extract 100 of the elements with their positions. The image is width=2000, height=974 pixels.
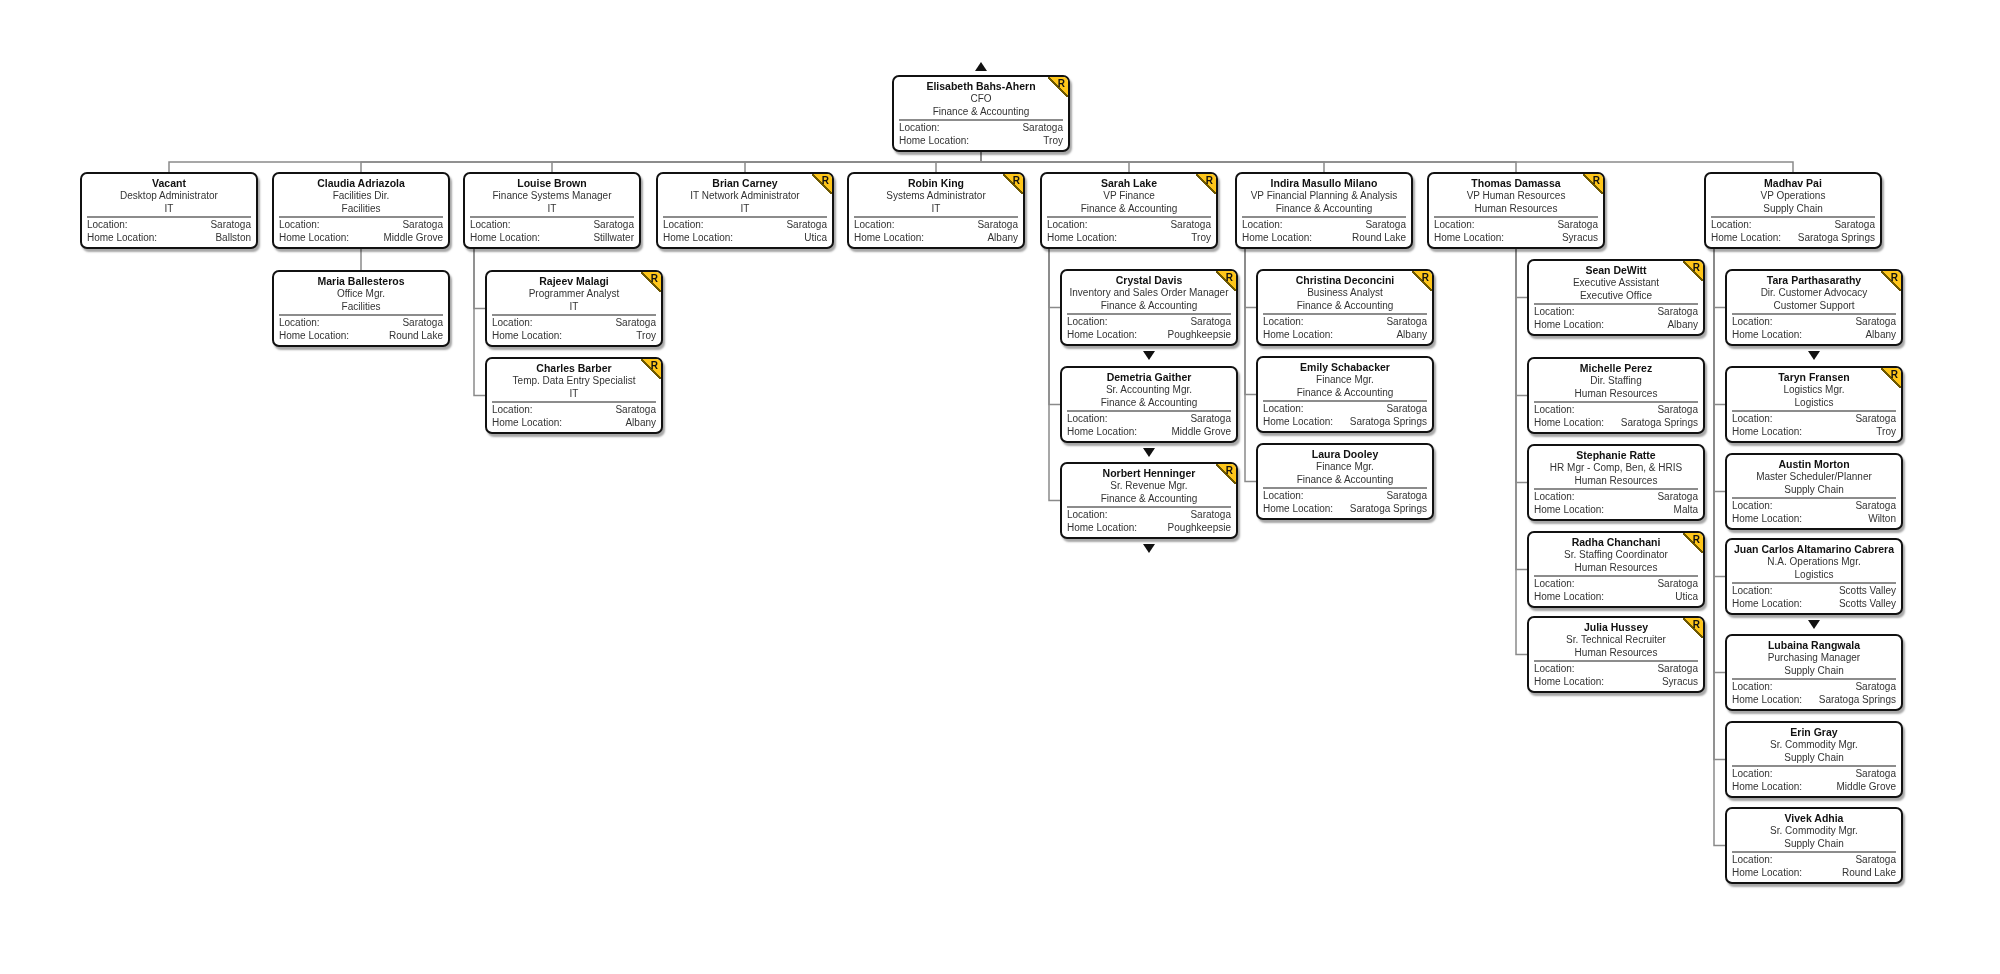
field-label: Home Location:: [1732, 693, 1803, 706]
department-name: Finance & Accounting: [1100, 492, 1198, 505]
field-value: Saratoga: [402, 317, 443, 330]
field-label: Home Location:: [87, 231, 158, 244]
employee-card: [1725, 453, 1903, 530]
corner-badge: R: [1048, 77, 1068, 97]
person-name: Rajeev Malagi: [539, 275, 609, 288]
field-label: Home Location:: [1047, 231, 1118, 244]
field-label: Home Location:: [492, 329, 563, 342]
department-name: Facilities: [341, 300, 381, 313]
job-title: VP Finance: [1103, 190, 1155, 203]
person-name: Emily Schabacker: [1300, 361, 1390, 374]
field-value: Troy: [636, 329, 656, 342]
field-value: Saratoga: [1365, 219, 1406, 232]
person-name: Taryn Fransen: [1778, 371, 1850, 384]
employee-card: [847, 172, 1025, 249]
field-label: Home Location:: [1732, 512, 1803, 525]
department-name: Human Resources: [1574, 387, 1658, 400]
employee-card: [1256, 356, 1434, 433]
job-title: Finance Systems Manager: [492, 190, 612, 203]
field-label: Location:: [899, 122, 940, 135]
field-label: Location:: [1732, 854, 1773, 867]
field-label: Home Location:: [1711, 231, 1782, 244]
person-name: Tara Parthasarathy: [1766, 274, 1862, 287]
employee-card: [463, 172, 641, 249]
field-value: Saratoga: [786, 219, 827, 232]
field-value: Saratoga: [1657, 404, 1698, 417]
employee-card: [1725, 269, 1903, 346]
corner-badge: R: [1196, 174, 1216, 194]
job-title: Systems Administrator: [886, 190, 986, 203]
department-name: Supply Chain: [1763, 202, 1823, 215]
field-value: Troy: [1876, 425, 1896, 438]
field-label: Location:: [1711, 219, 1752, 232]
field-value: Saratoga: [1855, 681, 1896, 694]
field-value: Round Lake: [1352, 231, 1406, 244]
field-value: Saratoga: [615, 317, 656, 330]
field-label: Location:: [1732, 681, 1773, 694]
field-value: Saratoga: [1022, 122, 1063, 135]
field-value: Troy: [1191, 231, 1211, 244]
field-value: Utica: [1675, 590, 1698, 603]
department-name: IT: [740, 202, 750, 215]
field-label: Location:: [1263, 316, 1304, 329]
field-value: Saratoga Springs: [1620, 416, 1698, 429]
field-value: Albany: [625, 416, 656, 429]
department-name: Finance & Accounting: [932, 105, 1030, 118]
corner-badge: R: [1683, 618, 1703, 638]
department-name: Supply Chain: [1784, 837, 1844, 850]
department-name: Human Resources: [1574, 646, 1658, 659]
field-label: Location:: [87, 219, 128, 232]
field-value: Middle Grove: [1171, 425, 1231, 438]
field-label: Location:: [492, 404, 533, 417]
corner-badge: R: [1881, 368, 1901, 388]
field-value: Saratoga: [210, 219, 251, 232]
department-name: Human Resources: [1574, 474, 1658, 487]
field-label: Home Location:: [1732, 597, 1803, 610]
field-value: Round Lake: [1842, 866, 1896, 879]
field-label: Home Location:: [1534, 590, 1605, 603]
employee-card: [1725, 634, 1903, 711]
person-name: Julia Hussey: [1583, 621, 1649, 634]
corner-badge: R: [1216, 464, 1236, 484]
person-name: Claudia Adriazola: [317, 177, 405, 190]
field-value: Saratoga: [1657, 306, 1698, 319]
employee-card: [1040, 172, 1218, 249]
job-title: HR Mgr - Comp, Ben, & HRIS: [1549, 462, 1683, 475]
department-name: Supply Chain: [1784, 483, 1844, 496]
employee-card: [1527, 531, 1705, 608]
field-label: Home Location:: [854, 231, 925, 244]
job-title: Finance Mgr.: [1316, 374, 1374, 387]
employee-card: [272, 270, 450, 347]
field-value: Saratoga: [1170, 219, 1211, 232]
corner-badge: R: [1683, 261, 1703, 281]
person-name: Demetria Gaither: [1106, 371, 1192, 384]
job-title: Sr. Commodity Mgr.: [1770, 825, 1858, 838]
field-label: Home Location:: [470, 231, 541, 244]
field-value: Saratoga: [1855, 413, 1896, 426]
field-label: Location:: [1067, 509, 1108, 522]
field-label: Location:: [1534, 663, 1575, 676]
field-value: Saratoga: [1834, 219, 1875, 232]
department-name: Customer Support: [1773, 299, 1855, 312]
corner-badge: R: [1583, 174, 1603, 194]
person-name: Juan Carlos Altamarino Cabrera: [1733, 543, 1895, 556]
field-label: Location:: [663, 219, 704, 232]
corner-badge: R: [1881, 271, 1901, 291]
field-label: Home Location:: [279, 231, 350, 244]
field-value: Saratoga Springs: [1797, 231, 1875, 244]
field-label: Home Location:: [1067, 425, 1138, 438]
department-name: Logistics: [1794, 396, 1834, 409]
department-name: Finance & Accounting: [1100, 396, 1198, 409]
person-name: Vivek Adhia: [1784, 812, 1844, 825]
connector-line: [1244, 248, 1257, 483]
field-value: Saratoga: [1855, 854, 1896, 867]
field-value: Saratoga Springs: [1349, 502, 1427, 515]
field-value: Saratoga: [402, 219, 443, 232]
corner-badge: R: [641, 272, 661, 292]
field-label: Location:: [1732, 500, 1773, 513]
field-value: Albany: [1667, 318, 1698, 331]
field-value: Syracus: [1661, 675, 1698, 688]
field-label: Location:: [1067, 413, 1108, 426]
field-value: Malta: [1673, 503, 1698, 516]
department-name: Finance & Accounting: [1296, 473, 1394, 486]
